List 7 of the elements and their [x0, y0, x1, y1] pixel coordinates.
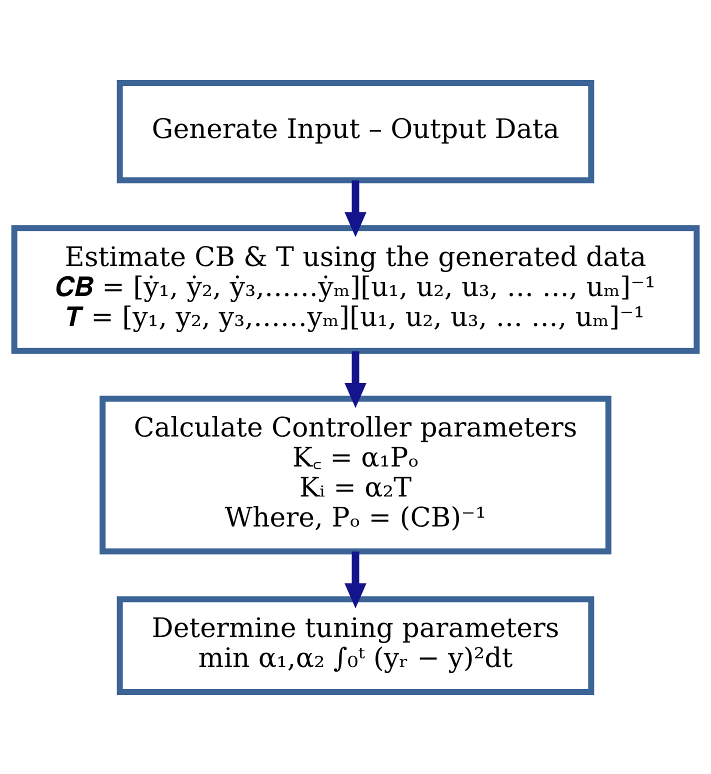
node-box: Generate Input – Output Data [116, 80, 594, 183]
node-box: Estimate CB & T using the generated data 𝑪𝑩 = [ẏ₁, ẏ₂, ẏ₃,……ẏₘ][u₁, u₂, u₃, … …, uₘ]⁻¹ 𝑻 = [y₁, y₂, y₃,……yₘ][u₁, u₂, u₃, … …, uₘ]⁻¹ [11, 224, 700, 354]
node-box: Calculate Controller parameters K꜀ = α₁Pₒ Kᵢ = α₂T Where, Pₒ = (CB)⁻¹ [100, 395, 612, 554]
arrow [344, 350, 366, 408]
node-box: Determine tuning parameters min α₁,α₂ ∫₀ᵗ (yᵣ − y)²dt [116, 596, 594, 694]
arrow [344, 551, 366, 608]
arrow [344, 180, 366, 237]
